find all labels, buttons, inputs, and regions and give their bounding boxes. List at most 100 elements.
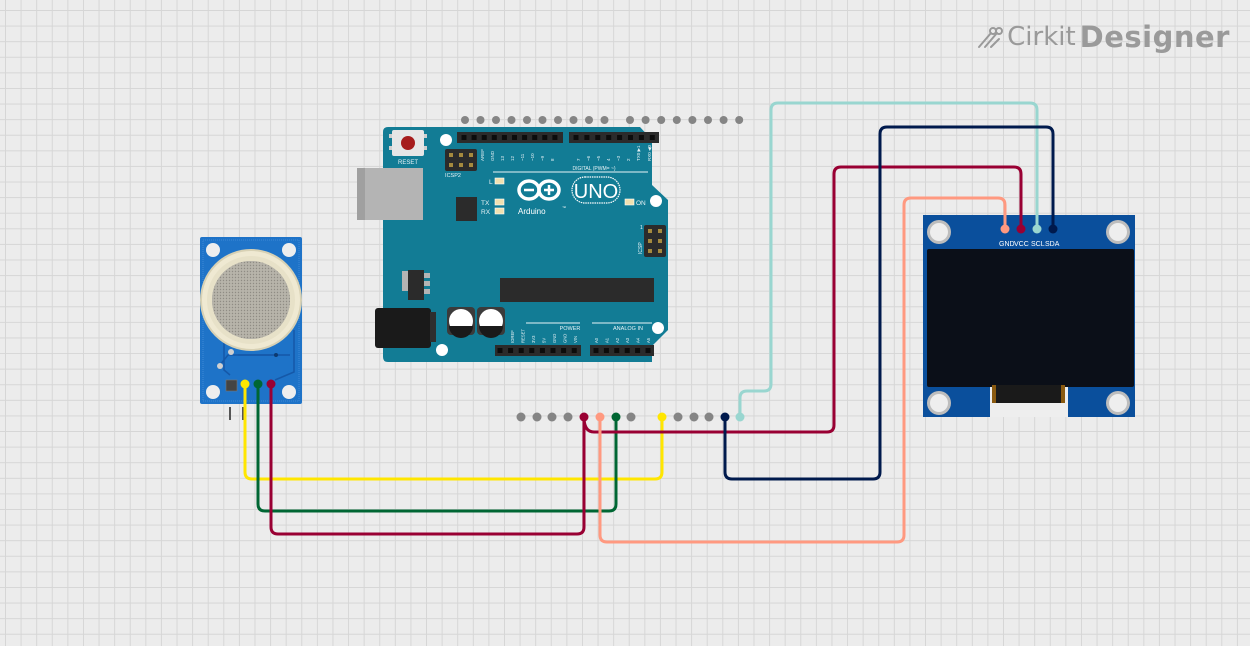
voltage-regulator: [402, 270, 430, 300]
wire-sensor-vcc-to-5v[interactable]: [269, 382, 586, 536]
connection-point[interactable]: [657, 116, 666, 124]
sensor-pin-vcc[interactable]: [266, 379, 276, 389]
connection-point[interactable]: [461, 116, 469, 124]
connection-point[interactable]: [719, 116, 728, 124]
wire-oled-vcc-to-5v[interactable]: [582, 165, 1023, 434]
power-pin-label: RESET: [521, 329, 526, 343]
analog-pin-label: A4: [636, 337, 641, 343]
connection-point[interactable]: [563, 412, 573, 422]
mounting-hole: [440, 134, 452, 146]
digital-pin-label: ~3: [616, 155, 621, 161]
mounting-hole: [206, 243, 220, 257]
led-on: [624, 198, 635, 206]
header-socket: [518, 348, 524, 353]
dc-power-jack: [375, 308, 431, 348]
led-rx-label: RX: [481, 209, 491, 216]
connection-point[interactable]: [492, 116, 500, 124]
ribbon-connector: [992, 385, 1065, 403]
connection-point[interactable]: [507, 116, 516, 124]
led-l: [494, 177, 505, 185]
connection-point[interactable]: [600, 116, 609, 124]
header-socket: [624, 348, 630, 353]
power-pin-label: GND: [552, 334, 557, 343]
capacitor: [477, 307, 505, 338]
brand-name-light: Cirkit: [1007, 22, 1076, 52]
icsp2-label: ICSP2: [445, 173, 461, 179]
connection-point[interactable]: [704, 116, 712, 124]
connection-point[interactable]: [532, 412, 542, 422]
connection-point[interactable]: [554, 116, 562, 124]
connection-point[interactable]: [585, 116, 593, 124]
digital-pin-label: ~10: [530, 153, 535, 161]
connection-point[interactable]: [672, 116, 681, 124]
connection-point[interactable]: [626, 412, 636, 422]
header-socket: [497, 348, 503, 353]
connection-point[interactable]: [689, 412, 699, 422]
uno-badge: [571, 176, 621, 204]
usb-controller-chip: [456, 197, 477, 221]
connection-point[interactable]: [673, 412, 683, 422]
connection-point[interactable]: [735, 116, 744, 124]
mq-gas-sensor-module[interactable]: [200, 237, 302, 420]
oled-pin-gnd[interactable]: [1000, 224, 1010, 234]
connection-point[interactable]: [538, 116, 547, 124]
header-socket: [461, 135, 467, 140]
wire-sensor-gnd-to-gnd[interactable]: [256, 382, 618, 513]
header-socket: [638, 135, 644, 140]
connection-point[interactable]: [516, 412, 526, 422]
analog-label: ANALOG IN: [613, 326, 643, 332]
brand-logo: Cirkit Designer: [977, 20, 1230, 54]
header-socket: [471, 135, 477, 140]
sensor-pin-ao[interactable]: [240, 379, 250, 389]
oled-pin-vcc[interactable]: [1016, 224, 1026, 234]
power-pin-label: 3V3: [531, 335, 536, 343]
header-socket: [501, 135, 507, 140]
capacitor: [447, 307, 475, 338]
connection-point[interactable]: [547, 412, 557, 422]
header-socket: [481, 135, 487, 140]
oled-display-module[interactable]: GND VCC SCL SDA: [923, 215, 1135, 417]
wire-sensor-ao-to-a0[interactable]: [243, 382, 664, 481]
digital-pin-label: ~5: [596, 155, 601, 161]
wire-oled-gnd-to-gnd[interactable]: [598, 196, 1007, 544]
oled-screen: [927, 249, 1134, 387]
led-l-label: L: [489, 179, 493, 186]
oled-pin-sda[interactable]: [1048, 224, 1058, 234]
connection-point[interactable]: [641, 116, 650, 124]
digital-pin-label: 8: [550, 158, 555, 161]
digital-pin-label: ~11: [520, 153, 525, 161]
power-pin-label: GND: [563, 334, 568, 343]
brand-name-bold: Designer: [1079, 20, 1230, 54]
connection-point[interactable]: [626, 116, 634, 124]
header-socket: [635, 348, 641, 353]
wire-oled-scl-to-a5[interactable]: [738, 101, 1039, 419]
connection-point[interactable]: [476, 116, 485, 124]
atmega328-chip: [500, 278, 654, 302]
mounting-hole: [282, 385, 296, 399]
connection-point[interactable]: [523, 116, 531, 124]
connection-point[interactable]: [704, 412, 714, 422]
reset-button[interactable]: [389, 130, 427, 156]
connection-point[interactable]: [688, 116, 697, 124]
oled-pin-scl[interactable]: [1032, 224, 1042, 234]
header-socket: [617, 135, 623, 140]
connection-point[interactable]: [569, 116, 578, 124]
arduino-top-connection-points: [461, 116, 744, 124]
led-rx: [494, 207, 505, 215]
header-socket: [539, 348, 545, 353]
arduino-label: Arduino: [518, 207, 546, 216]
header-socket: [595, 135, 601, 140]
led-on-label: ON: [636, 200, 646, 207]
arduino-bottom-connection-points: [516, 412, 745, 422]
power-pin-label: IOREF: [510, 330, 515, 343]
mounting-hole: [436, 344, 448, 356]
power-pin-label: 5V: [542, 338, 547, 343]
header-socket: [512, 135, 517, 140]
arduino-uno-board[interactable]: RESET ICSP2: [357, 127, 668, 362]
arduino-infinity-logo: [517, 179, 561, 201]
header-socket: [603, 348, 609, 353]
wire-oled-sda-to-a4[interactable]: [723, 125, 1055, 481]
analog-header: [590, 345, 654, 356]
sensor-pin-do[interactable]: [253, 379, 263, 389]
